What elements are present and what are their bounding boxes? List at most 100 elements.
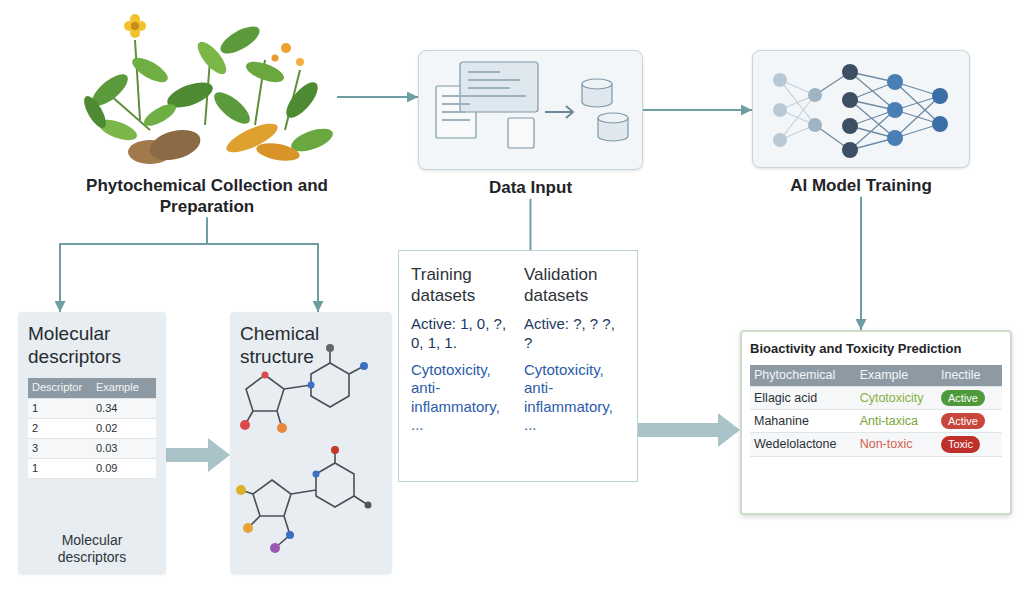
- step-title: Data Input: [418, 178, 643, 199]
- model-training-step: AI Model Training: [752, 50, 970, 197]
- table-cell: Ellagic acid: [754, 391, 817, 406]
- table-cell-frame: Cytotoxicity: [856, 387, 937, 410]
- leaf: [193, 38, 231, 79]
- table-cell: 3: [32, 442, 38, 455]
- panel-title: Chemical structure: [240, 322, 382, 368]
- table-header: Descriptor: [32, 381, 82, 394]
- table-cell: 0.03: [96, 442, 117, 455]
- leaf: [288, 124, 336, 156]
- table-cell-frame: Inectile: [937, 365, 1002, 387]
- dataset-heading: Training datasets: [411, 265, 514, 306]
- petal: [136, 21, 146, 31]
- dataset-column: Validation datasetsActive: ?, ? ?, ? Cyto…: [524, 265, 627, 434]
- table-cell-frame: Anti-taxica: [856, 410, 937, 433]
- table-cell-frame: 0.03: [92, 439, 156, 459]
- flow-connector: [60, 217, 207, 312]
- wide-flow-arrow: [166, 438, 230, 472]
- flow-connector: [643, 109, 752, 111]
- leaf: [96, 116, 139, 145]
- leaf: [80, 93, 110, 131]
- dataset-box: Training datasetsActive: 1, 0, ?, 0, 1, …: [398, 250, 638, 482]
- rhizome: [223, 118, 281, 158]
- plant-illustration: [80, 14, 336, 165]
- table-header: Example: [96, 381, 139, 394]
- prediction-panel: Bioactivity and Toxicity PredictionPhyto…: [740, 330, 1012, 515]
- step-title: Phytochemical Collection and Preparation: [77, 176, 337, 217]
- flower: [281, 43, 291, 53]
- table-cell-frame: 1: [28, 459, 92, 479]
- table-cell: 2: [32, 422, 38, 435]
- prediction-table: Phytochemical Example InectileEllagic acid…: [750, 365, 1002, 457]
- leaf: [209, 87, 254, 129]
- flower: [296, 58, 304, 66]
- descriptor-table: Descriptor Example 1 0.34 2 0.02 3 0.03 1 0.09: [28, 378, 156, 479]
- leaf: [129, 53, 172, 87]
- table-header: Example: [860, 368, 909, 383]
- status-badge: Active: [941, 390, 985, 406]
- table-cell-frame: Toxic: [937, 433, 1002, 456]
- table-cell: Anti-taxica: [860, 414, 918, 429]
- table-cell-frame: 2: [28, 419, 92, 439]
- table-cell-frame: Wedelolactone: [750, 433, 856, 456]
- table-cell-frame: 0.02: [92, 419, 156, 439]
- leaf: [87, 69, 132, 111]
- table-cell: 0.34: [96, 402, 117, 415]
- status-badge: Active: [941, 413, 985, 429]
- step-title: AI Model Training: [752, 176, 970, 197]
- table-cell-frame: Active: [937, 387, 1002, 410]
- table-cell-frame: 1: [28, 399, 92, 419]
- table-cell: Non-toxic: [860, 437, 913, 452]
- status-badge: Toxic: [941, 436, 980, 452]
- icon-frame: [752, 50, 970, 168]
- rhizome: [255, 140, 301, 163]
- leaf: [164, 77, 216, 112]
- icon-frame: [418, 50, 643, 170]
- table-cell-frame: Non-toxic: [856, 433, 937, 456]
- table-cell: Wedelolactone: [754, 437, 836, 452]
- table-cell: 0.02: [96, 422, 117, 435]
- table-cell: Mahanine: [754, 414, 809, 429]
- table-cell-frame: Phytochemical: [750, 365, 856, 387]
- leaf: [141, 100, 179, 130]
- flower: [272, 55, 279, 62]
- table-cell-frame: Descriptor: [28, 378, 92, 398]
- petal: [130, 14, 140, 24]
- panel-caption: Molecular descriptors: [28, 532, 156, 566]
- dataset-values: Active: ?, ? ?, ?: [524, 315, 627, 352]
- table-cell-frame: Active: [937, 410, 1002, 433]
- table-cell: 1: [32, 462, 38, 475]
- illustration-area: [77, 8, 337, 168]
- table-cell-frame: 0.34: [92, 399, 156, 419]
- table-cell: 1: [32, 402, 38, 415]
- table-header: Inectile: [941, 368, 981, 383]
- dataset-values: Active: 1, 0, ?, 0, 1, 1.: [411, 315, 514, 352]
- source-illustration: Phytochemical Collection and Preparation: [77, 8, 337, 217]
- leaf: [281, 77, 323, 122]
- table-cell: 0.09: [96, 462, 117, 475]
- flow-connector: [860, 197, 862, 330]
- flow-connector: [530, 199, 532, 250]
- flower-center: [131, 22, 139, 30]
- panel-title: Molecular descriptors: [28, 322, 156, 368]
- table-cell-frame: Mahanine: [750, 410, 856, 433]
- panel-title: Bioactivity and Toxicity Prediction: [750, 341, 1002, 357]
- table-header: Phytochemical: [754, 368, 835, 383]
- data-input-step: Data Input: [418, 50, 643, 199]
- dataset-tasks: Cytotoxicity, anti-inflammatory, ...: [411, 361, 514, 434]
- leaf: [216, 21, 263, 59]
- flow-connector: [337, 96, 418, 98]
- dataset-column: Training datasetsActive: 1, 0, ?, 0, 1, …: [411, 265, 514, 434]
- root: [146, 125, 203, 166]
- dataset-heading: Validation datasets: [524, 265, 627, 306]
- descriptor-panel: Molecular descriptorsDescriptorExample10…: [18, 312, 166, 574]
- table-cell-frame: Example: [92, 378, 156, 398]
- table-cell-frame: Ellagic acid: [750, 387, 856, 410]
- structure-panel: Chemical structure: [230, 312, 392, 574]
- wide-flow-arrow: [638, 413, 740, 447]
- dataset-tasks: Cytotoxicity, anti-inflammatory, ...: [524, 361, 627, 434]
- table-cell-frame: Example: [856, 365, 937, 387]
- table-cell-frame: 0.09: [92, 459, 156, 479]
- root: [128, 140, 172, 164]
- dataset-columns: Training datasetsActive: 1, 0, ?, 0, 1, …: [411, 265, 627, 434]
- table-cell: Cytotoxicity: [860, 391, 924, 406]
